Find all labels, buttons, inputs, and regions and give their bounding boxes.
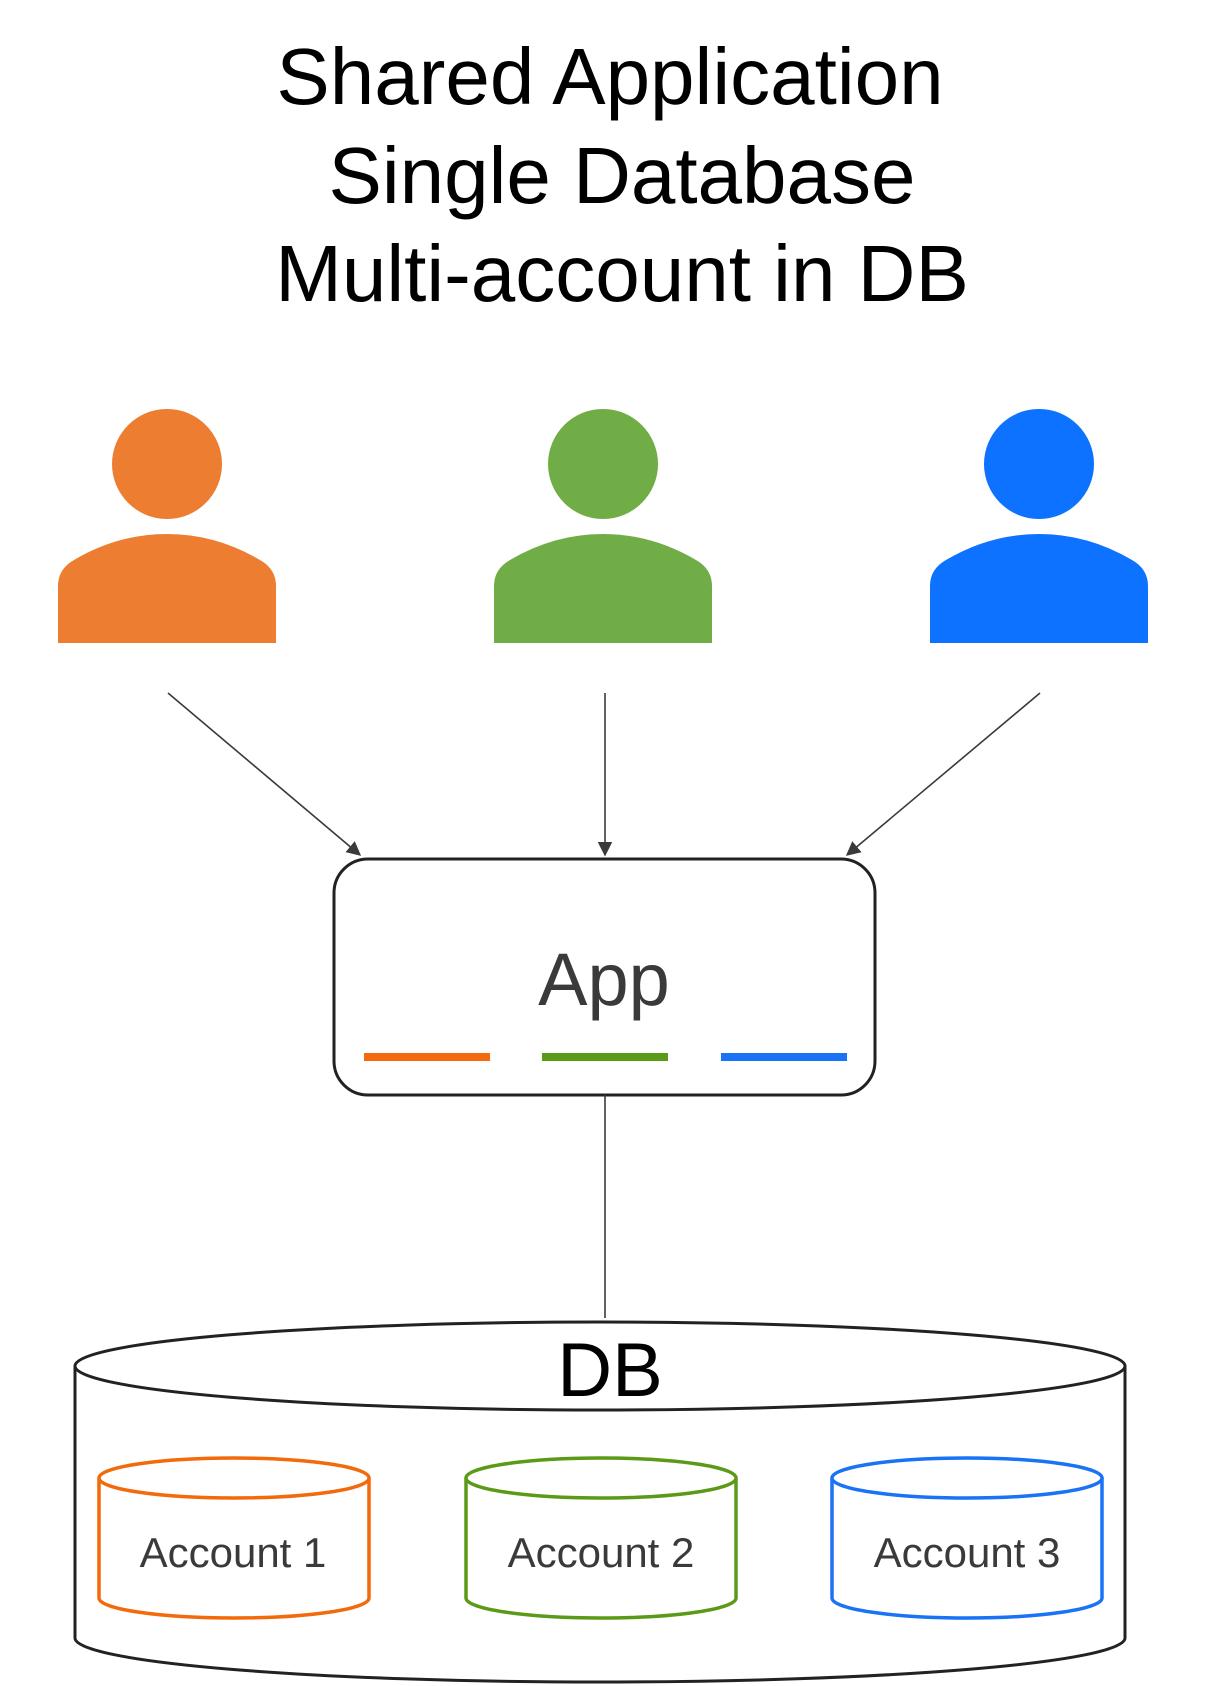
account-2-body bbox=[464, 1478, 738, 1620]
arrow-user-3-to-app bbox=[845, 692, 1041, 856]
app-label: App bbox=[538, 938, 670, 1021]
account-cylinder-3: Account 3 bbox=[830, 1456, 1104, 1620]
account-cylinder-1: Account 1 bbox=[97, 1456, 371, 1620]
diagram-title: Shared Application Single Database Multi… bbox=[275, 32, 969, 318]
title-line-2: Single Database bbox=[328, 131, 915, 220]
user-1-head bbox=[112, 409, 222, 519]
title-line-3: Multi-account in DB bbox=[275, 229, 969, 318]
app-box: App bbox=[332, 857, 877, 1097]
user-3-body bbox=[930, 534, 1148, 643]
user-icon-1 bbox=[58, 409, 276, 643]
title-line-1: Shared Application bbox=[276, 32, 943, 121]
account-1-body bbox=[97, 1478, 371, 1620]
user-3-head bbox=[984, 409, 1094, 519]
account-2-top bbox=[464, 1456, 738, 1500]
account-1-top bbox=[97, 1456, 371, 1500]
db-label: DB bbox=[557, 1328, 663, 1413]
account-3-label: Account 3 bbox=[874, 1529, 1061, 1576]
user-icon-3 bbox=[930, 409, 1148, 643]
user-2-head bbox=[548, 409, 658, 519]
account-1-label: Account 1 bbox=[140, 1529, 327, 1576]
account-cylinder-2: Account 2 bbox=[464, 1456, 738, 1620]
user-1-body bbox=[58, 534, 276, 643]
user-2-body bbox=[494, 534, 712, 643]
account-2-label: Account 2 bbox=[508, 1529, 695, 1576]
db-cylinder-top bbox=[73, 1320, 1127, 1412]
account-3-body bbox=[830, 1478, 1104, 1620]
user-icon-2 bbox=[494, 409, 712, 643]
account-3-top bbox=[830, 1456, 1104, 1500]
arrow-user-1-to-app bbox=[167, 692, 362, 856]
